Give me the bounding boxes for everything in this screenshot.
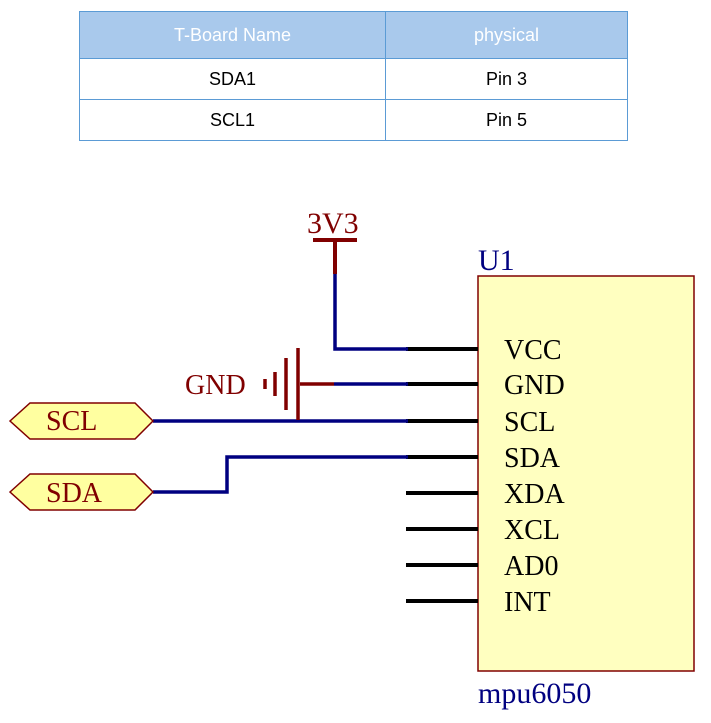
cell-physical: Pin 5 [385,99,628,141]
pin-label-int: INT [504,587,551,618]
port-sda-shape [8,473,155,511]
ground-label: GND [185,370,246,401]
pin-mapping-table: T-Board Name physical SDA1 Pin 3 SCL1 Pi… [79,11,628,141]
cell-physical: Pin 3 [385,58,628,100]
chip-designator: U1 [478,244,515,277]
pin-label-ad0: AD0 [504,551,558,582]
port-scl-shape [8,402,155,440]
pin-label-scl: SCL [504,407,555,438]
pin-label-xcl: XCL [504,515,560,546]
pin-label-sda: SDA [504,443,561,474]
pin-label-xda: XDA [504,479,565,510]
header-tboard-name: T-Board Name [79,11,386,59]
table-header-row: T-Board Name physical [79,11,628,59]
chip-part-name: mpu6050 [478,677,591,710]
port-label-sda: SDA [46,478,103,509]
pin-label-gnd: GND [504,370,565,401]
cell-tboard-name: SDA1 [79,58,386,100]
chip-pin-stubs [406,347,478,603]
header-physical: physical [385,11,628,59]
wire-vcc [333,274,408,351]
chip-body [477,275,695,672]
port-label-scl: SCL [46,406,97,437]
wire-sda [153,455,408,494]
wires [153,274,408,494]
power-label: 3V3 [307,207,359,240]
pin-label-vcc: VCC [504,335,562,366]
table-row: SDA1 Pin 3 [79,58,628,100]
ground-icon [263,348,334,420]
table-row: SCL1 Pin 5 [79,99,628,141]
